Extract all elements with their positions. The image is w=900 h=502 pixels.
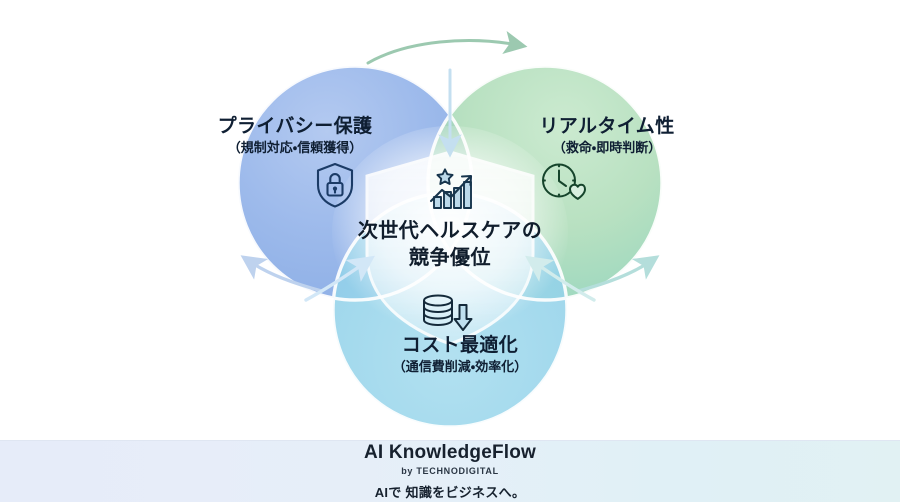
venn-diagram: プライバシー保護 （規制対応・信頼獲得） リアルタイム性 （救命・即時判断）: [180, 30, 722, 427]
brand-name: AI KnowledgeFlow: [363, 442, 537, 464]
brand-tagline: AIで 知識をビジネスへ。: [374, 484, 526, 500]
brand-footer: AI KnowledgeFlow by TECHNODIGITAL AIで 知識…: [0, 440, 900, 502]
database-down-arrow-icon: [420, 293, 474, 340]
arrow-bottom-right-in-path: [525, 255, 596, 302]
flow-arrows: [240, 30, 660, 302]
lobe-subtitle-cost: （通信費削減・効率化）: [392, 359, 528, 375]
arrow-bottom-left-in-path: [304, 255, 375, 302]
clock-heart-icon: [539, 160, 591, 215]
lobe-label-privacy: プライバシー保護 （規制対応・信頼獲得）: [180, 116, 410, 156]
center-title: 次世代ヘルスケアの 競争優位: [330, 218, 570, 272]
lobe-label-cost: コスト最適化 （通信費削減・効率化）: [345, 335, 575, 375]
arrow-right-out-path: [576, 255, 660, 293]
arrow-top-out-path: [366, 30, 528, 65]
lobe-subtitle-privacy: （規制対応・信頼獲得）: [227, 140, 363, 156]
center-title-line2: 競争優位: [409, 247, 491, 269]
center-title-line1: 次世代ヘルスケアの: [357, 220, 543, 242]
lobe-title-privacy: プライバシー保護: [217, 116, 373, 137]
growth-chart-star-icon: [425, 168, 481, 219]
lobe-title-realtime: リアルタイム性: [539, 116, 675, 137]
lobe-title-cost: コスト最適化: [401, 335, 519, 356]
lobe-label-realtime: リアルタイム性 （救命・即時判断）: [492, 116, 722, 156]
arrow-left-out-path: [240, 255, 324, 293]
shield-lock-icon: [312, 160, 358, 215]
lobe-subtitle-realtime: （救命・即時判断）: [552, 140, 662, 156]
brand-byline: by TECHNODIGITAL: [401, 465, 499, 476]
